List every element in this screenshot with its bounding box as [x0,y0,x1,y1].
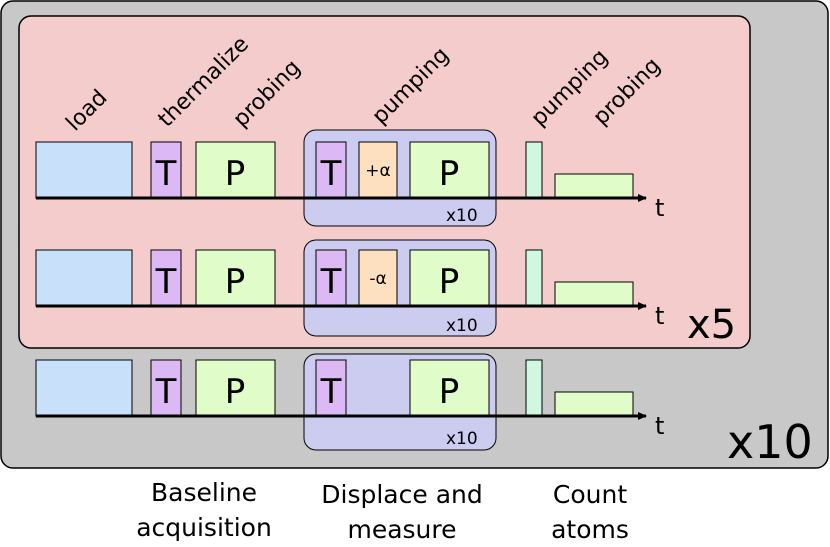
thermalize-block [150,141,182,199]
thermalize-block [150,249,182,307]
thermalize-block-label: T [155,154,177,194]
caption-baseline-line-2: acquisition [136,513,272,542]
caption-baseline-line-1: Baseline [151,478,257,507]
caption-count-line-2: atoms [551,515,629,544]
sequence-row-1: T P T +α P x10 t [35,129,664,227]
displacement-block [358,141,398,199]
count-probe-block [554,173,634,199]
caption-displace: Displace and measure [290,477,514,547]
inner-probe-label: P [439,372,460,412]
inner-thermalize-label: T [320,262,342,302]
sequence-row-2: T P T -α P x10 t [35,239,664,337]
displacement-label: +α [365,161,390,181]
inner-probe-block [409,359,490,417]
outer-repeat-label: x10 [727,415,813,469]
thermalize-block-label: T [155,262,177,302]
inner-thermalize-block [315,141,347,199]
inner-thermalize-block [315,249,347,307]
load-block [35,249,133,307]
inner-probe-label: P [439,154,460,194]
inner-thermalize-label: T [320,372,342,412]
displacement-label: -α [369,269,386,289]
inner-thermalize-block [315,359,347,417]
caption-displace-line-2: measure [347,515,457,544]
sequence-row-3: T P T P x10 t [35,353,664,451]
probe-block [195,359,276,417]
pumping-block [525,141,543,199]
load-block [35,359,133,417]
loop-count-label: x10 [446,206,478,226]
caption-count: Count atoms [520,477,660,547]
displacement-block [358,249,398,307]
thermalize-block [150,359,182,417]
loop-count-label: x10 [446,316,478,336]
count-probe-block [554,281,634,307]
count-probe-block [554,391,634,417]
probe-block [195,249,276,307]
probe-block-label: P [225,154,246,194]
probe-block [195,141,276,199]
caption-count-line-1: Count [552,480,628,509]
time-axis-label: t [655,302,664,330]
caption-baseline: Baseline acquisition [104,475,304,545]
inner-probe-block [409,249,490,307]
thermalize-block-label: T [155,372,177,412]
inner-probe-label: P [439,262,460,302]
pumping-block [525,359,543,417]
inner-thermalize-label: T [320,154,342,194]
time-axis-label: t [655,412,664,440]
caption-displace-line-1: Displace and [321,480,483,509]
loop-count-label: x10 [446,429,478,449]
probe-block-label: P [225,262,246,302]
time-axis-label: t [655,194,664,222]
load-block [35,141,133,199]
inner-probe-block [409,141,490,199]
probe-block-label: P [225,372,246,412]
inner-repeat-label: x5 [687,302,736,348]
pumping-block [525,249,543,307]
